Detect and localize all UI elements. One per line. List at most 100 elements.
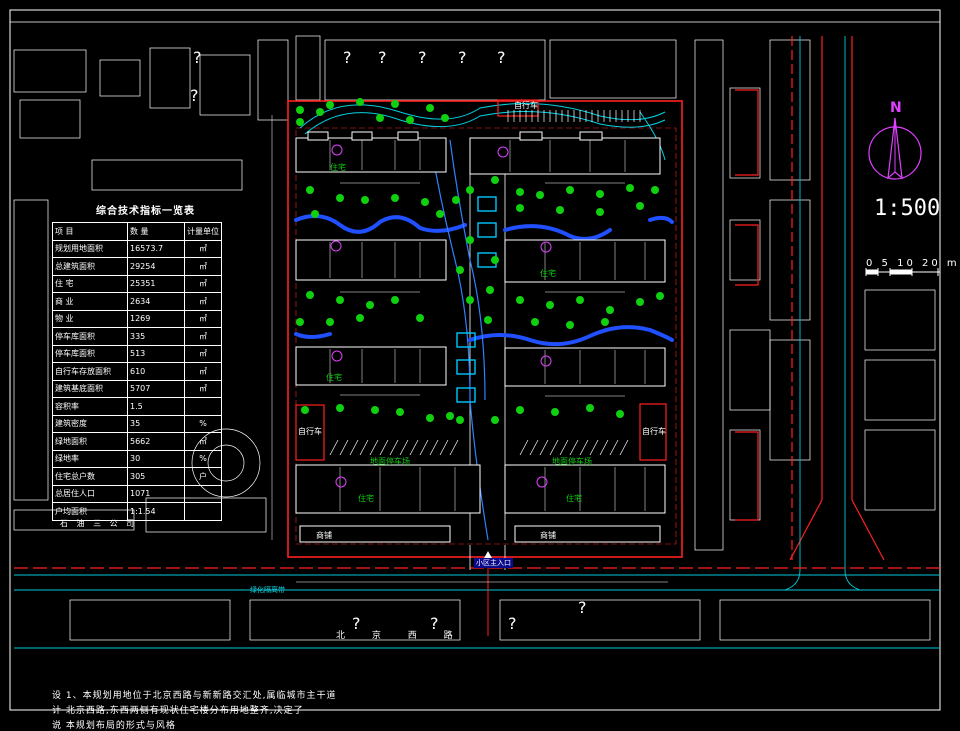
unit-cell: ㎡ xyxy=(184,379,222,398)
parking-label: 地面停车场 xyxy=(370,457,410,466)
tree xyxy=(566,186,574,194)
tree xyxy=(371,406,379,414)
tree xyxy=(416,314,424,322)
unit-cell: ㎡ xyxy=(184,274,222,293)
unknown-mark: ? xyxy=(190,86,199,105)
tree xyxy=(531,318,539,326)
tree xyxy=(486,286,494,294)
water-features xyxy=(294,214,674,347)
bike-shed-label: 自行车 xyxy=(298,427,322,436)
tree xyxy=(301,406,309,414)
unit-cell: ㎡ xyxy=(184,432,222,451)
item-cell: 住 宅 xyxy=(52,274,128,293)
tree xyxy=(336,404,344,412)
table-header-row: 项 目数 量计量单位 xyxy=(52,222,222,241)
north-arrow-symbol xyxy=(868,117,922,180)
tree xyxy=(356,98,364,106)
tree xyxy=(336,194,344,202)
tree xyxy=(606,306,614,314)
tree xyxy=(356,314,364,322)
tree xyxy=(406,116,414,124)
tree xyxy=(311,210,319,218)
value-cell: 610 xyxy=(127,362,185,381)
item-cell: 规划用地面积 xyxy=(52,239,128,258)
residence-label: 住宅 xyxy=(326,373,342,382)
residential-blocks xyxy=(295,131,666,543)
value-cell: 2634 xyxy=(127,292,185,311)
tree xyxy=(296,318,304,326)
tree xyxy=(556,206,564,214)
adjacent-red-lines xyxy=(735,36,885,561)
unit-cell: ㎡ xyxy=(184,239,222,258)
ponds xyxy=(456,196,497,403)
unknown-mark: ? xyxy=(418,48,427,67)
item-cell: 建筑基底面积 xyxy=(52,379,128,398)
unit-cell xyxy=(184,484,222,503)
scale-bar-graphic xyxy=(865,268,940,276)
tree xyxy=(466,236,474,244)
building-markers xyxy=(330,144,552,488)
entrance-label: 小区主入口 xyxy=(474,558,513,568)
trees xyxy=(296,98,664,424)
tree xyxy=(456,416,464,424)
tree xyxy=(516,204,524,212)
tree xyxy=(466,186,474,194)
unknown-mark: ? xyxy=(193,48,202,67)
tree xyxy=(446,412,454,420)
value-cell: 5662 xyxy=(127,432,185,451)
residence-label: 住宅 xyxy=(358,494,374,503)
table-title: 综合技术指标一览表 xyxy=(96,206,195,217)
shop-label: 商铺 xyxy=(316,531,332,540)
unknown-mark: ? xyxy=(343,48,352,67)
item-cell: 容积率 xyxy=(52,397,128,416)
unknown-mark: ? xyxy=(430,614,439,633)
tree xyxy=(616,410,624,418)
tree xyxy=(296,106,304,114)
parking-stalls xyxy=(329,110,641,456)
tree xyxy=(316,108,324,116)
unknown-mark: ? xyxy=(378,48,387,67)
tree xyxy=(326,101,334,109)
tree xyxy=(516,406,524,414)
unknown-mark: ? xyxy=(497,48,506,67)
tree xyxy=(576,296,584,304)
tree xyxy=(586,404,594,412)
unit-cell xyxy=(184,502,222,521)
unit-cell: ㎡ xyxy=(184,327,222,346)
tree xyxy=(636,202,644,210)
company-label: 石 油 三 公 司 xyxy=(60,519,138,528)
north-label: N xyxy=(890,100,902,116)
tree xyxy=(536,191,544,199)
tree xyxy=(516,188,524,196)
value-cell: 29254 xyxy=(127,257,185,276)
value-cell: 305 xyxy=(127,467,185,486)
tree xyxy=(441,114,449,122)
tree xyxy=(546,301,554,309)
tree xyxy=(601,318,609,326)
bike-shed-label: 自行车 xyxy=(514,101,538,110)
tree xyxy=(484,316,492,324)
unit-cell xyxy=(184,397,222,416)
residence-label: 住宅 xyxy=(566,494,582,503)
greenbelt-label: 绿化隔离带 xyxy=(250,586,285,594)
tree xyxy=(466,296,474,304)
tree xyxy=(456,266,464,274)
item-cell: 绿地率 xyxy=(52,449,128,468)
existing-buildings xyxy=(13,35,936,641)
shop-label: 商铺 xyxy=(540,531,556,540)
tree xyxy=(566,321,574,329)
tree xyxy=(296,118,304,126)
unknown-mark: ? xyxy=(578,598,587,617)
scale-bar-label: 0 5 10 20 m xyxy=(866,258,960,269)
unit-cell: ㎡ xyxy=(184,344,222,363)
item-cell: 住宅总户数 xyxy=(52,467,128,486)
value-cell: 5707 xyxy=(127,379,185,398)
